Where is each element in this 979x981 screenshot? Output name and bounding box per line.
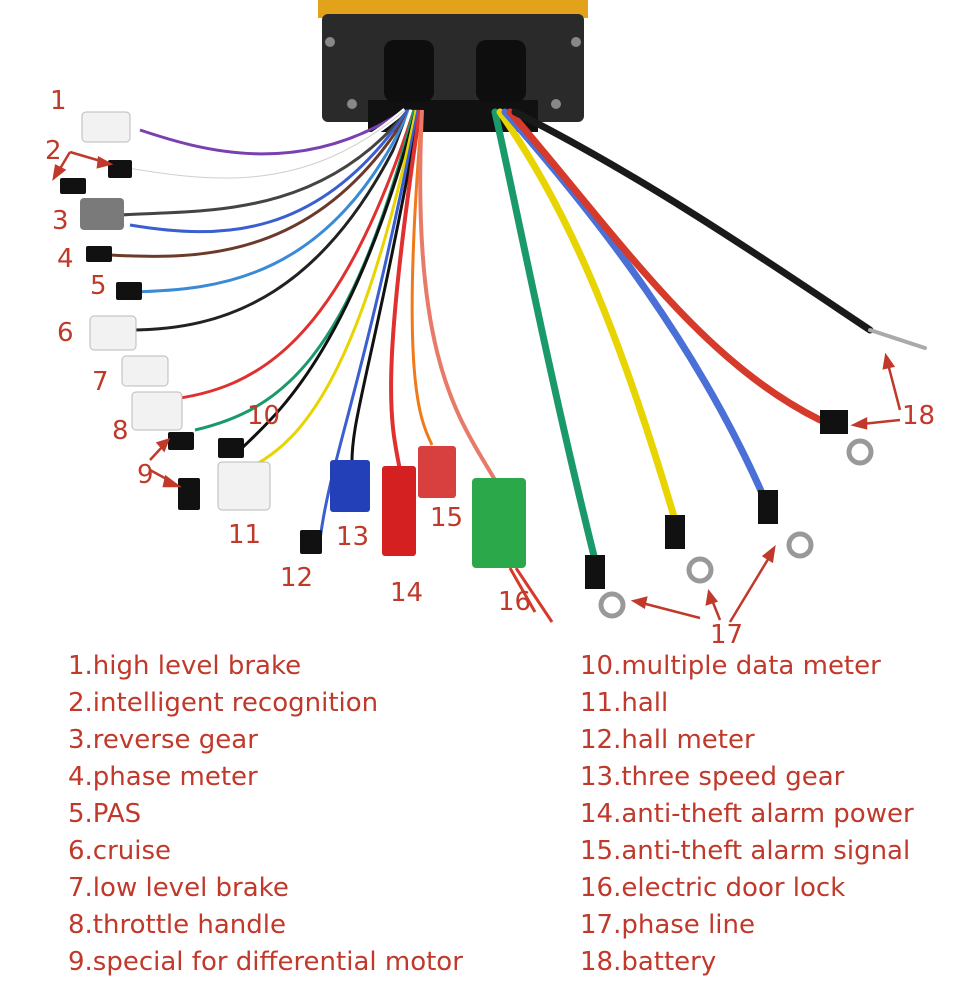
legend-item-2: 2.intelligent recognition: [68, 688, 379, 718]
connector-15: [418, 446, 456, 498]
connector-7: [121, 355, 169, 387]
connector-4: [86, 246, 112, 262]
legend-item-17: 17.phase line: [580, 910, 755, 940]
callout-13: 13: [336, 522, 370, 552]
callout-1: 1: [50, 86, 67, 116]
connector-11: [217, 461, 271, 511]
connector-13: [330, 460, 370, 512]
legend-item-7: 7.low level brake: [68, 873, 289, 903]
callout-16: 16: [498, 587, 532, 617]
callout-2: 2: [45, 136, 62, 166]
battery-wire-black: [511, 108, 874, 334]
legend-right: 10.multiple data meter 11.hall 12.hall m…: [580, 648, 914, 981]
callout-17: 17: [710, 620, 744, 650]
controller-wiring-photo: [52, 0, 927, 623]
legend-item-16: 16.electric door lock: [580, 873, 846, 903]
legend-item-11: 11.hall: [580, 688, 669, 718]
legend-left: 1.high level brake 2.intelligent recogni…: [68, 648, 463, 981]
connector-1: [81, 111, 131, 143]
connector-16: [472, 478, 526, 568]
callout-18: 18: [902, 401, 936, 431]
terminal-ring: [686, 556, 714, 584]
terminal-ring: [786, 531, 814, 559]
phase-wire-blue: [501, 108, 769, 504]
callout-9: 9: [137, 460, 154, 490]
phase-wire-yellow: [496, 108, 679, 524]
connector-3: [80, 198, 124, 230]
callout-8: 8: [112, 416, 129, 446]
callout-15: 15: [430, 503, 464, 533]
callout-12: 12: [280, 563, 314, 593]
callout-14: 14: [390, 578, 424, 608]
connector-8: [131, 391, 183, 431]
connector-5: [116, 282, 142, 300]
legend-item-3: 3.reverse gear: [68, 725, 258, 755]
legend-item-15: 15.anti-theft alarm signal: [580, 836, 911, 866]
terminal-ring: [598, 591, 626, 619]
connector-14: [382, 466, 416, 556]
callout-5: 5: [90, 271, 107, 301]
callout-7: 7: [92, 367, 109, 397]
cable-gland-right: [476, 40, 526, 102]
cable-gland-left: [384, 40, 434, 102]
connector-2a: [60, 178, 86, 194]
legend-item-13: 13.three speed gear: [580, 762, 845, 792]
callout-4: 4: [57, 244, 74, 274]
legend-item-6: 6.cruise: [68, 836, 172, 866]
phase-wire-green: [491, 108, 599, 564]
legend-item-18: 18.battery: [580, 947, 717, 977]
legend-item-4: 4.phase meter: [68, 762, 258, 792]
callout-11: 11: [228, 520, 262, 550]
connector-10: [218, 438, 244, 458]
callout-3: 3: [52, 206, 69, 236]
legend-item-10: 10.multiple data meter: [580, 651, 881, 681]
connector-6: [89, 315, 137, 351]
callout-10: 10: [247, 401, 281, 431]
terminal-ring: [846, 438, 874, 466]
connector-12: [300, 530, 322, 554]
connector-9b: [178, 478, 200, 510]
connector-2b: [108, 160, 132, 178]
battery-wire-red: [506, 108, 824, 424]
legend-item-9: 9.special for differential motor: [68, 947, 463, 977]
legend-item-12: 12.hall meter: [580, 725, 755, 755]
legend-item-1: 1.high level brake: [68, 651, 302, 681]
legend-item-14: 14.anti-theft alarm power: [580, 799, 914, 829]
callout-6: 6: [57, 318, 74, 348]
legend-item-8: 8.throttle handle: [68, 910, 286, 940]
legend-item-5: 5.PAS: [68, 799, 142, 829]
connector-9a: [168, 432, 194, 450]
controller-housing: [318, 0, 588, 18]
